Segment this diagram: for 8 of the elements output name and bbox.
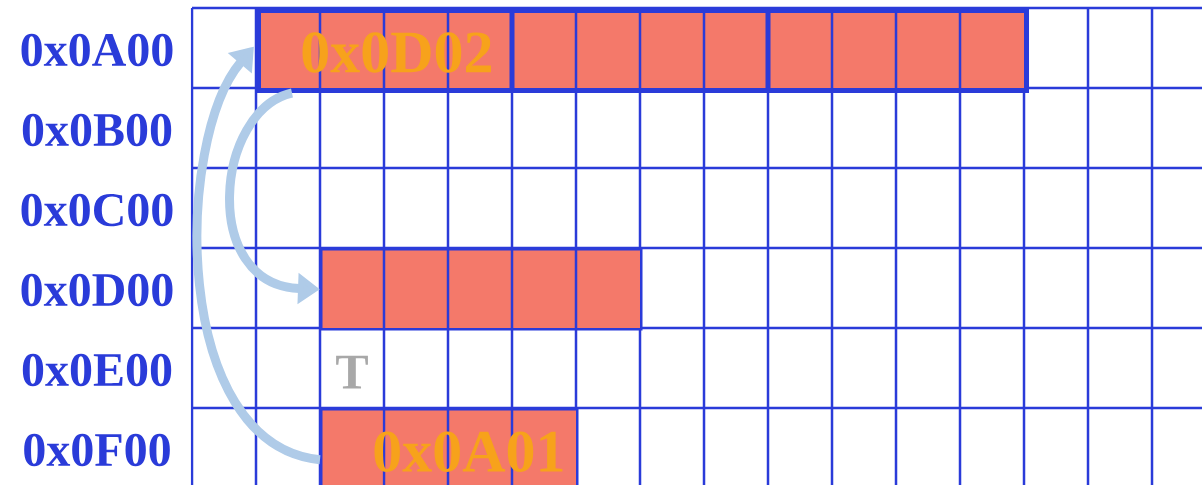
address-label: 0x0C00 (21, 193, 173, 227)
address-label: 0x0A00 (21, 33, 173, 67)
address-label: 0x0F00 (24, 433, 170, 467)
address-label: 0x0D00 (21, 273, 173, 307)
letter-label: T (336, 355, 368, 389)
memory-block (320, 246, 643, 331)
address-label: 0x0E00 (22, 353, 172, 387)
address-label: 0x0B00 (22, 113, 172, 147)
